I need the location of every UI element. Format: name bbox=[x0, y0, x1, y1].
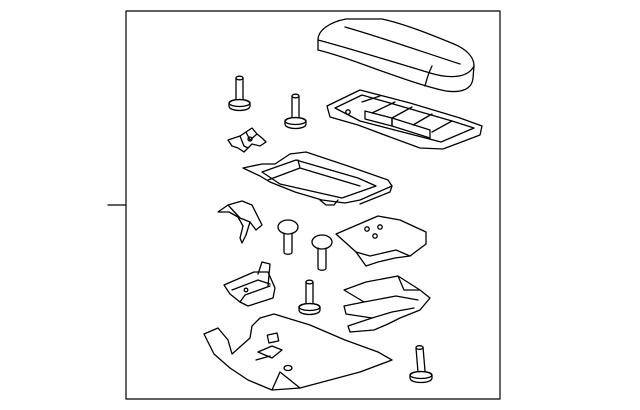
base-panel bbox=[204, 314, 392, 390]
armrest-lid bbox=[318, 19, 474, 92]
bolt bbox=[312, 235, 332, 270]
bolt bbox=[229, 76, 250, 110]
bolt bbox=[410, 346, 432, 383]
side-panel bbox=[336, 216, 426, 266]
bolt bbox=[285, 94, 306, 128]
hinge bbox=[224, 262, 275, 306]
storage-tray bbox=[243, 152, 392, 205]
bracket bbox=[218, 201, 262, 243]
latch bbox=[228, 128, 266, 152]
bolt bbox=[278, 220, 298, 254]
bolt bbox=[299, 280, 320, 314]
trim-panel bbox=[344, 276, 430, 332]
lid-inner-panel bbox=[327, 90, 482, 149]
